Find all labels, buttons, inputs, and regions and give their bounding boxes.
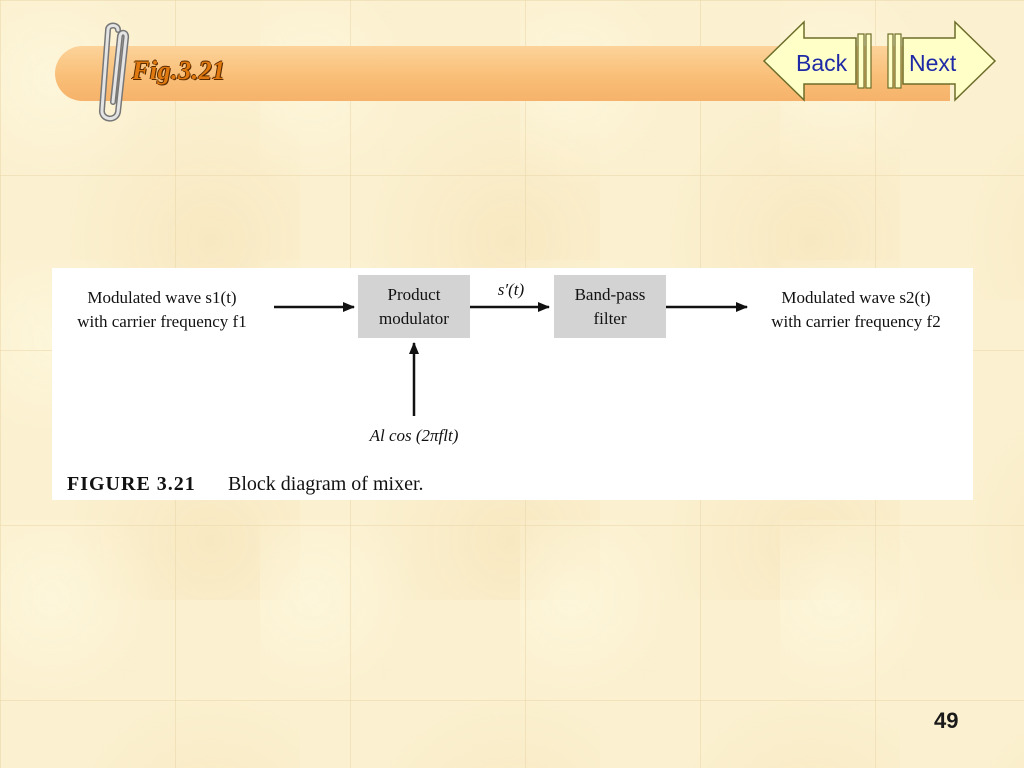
figure-caption-label: FIGURE 3.21: [67, 473, 196, 495]
paperclip-icon: [99, 22, 130, 122]
page-number: 49: [934, 708, 959, 733]
next-arrow-icon: [887, 20, 997, 102]
band-pass-filter-block: [554, 275, 666, 338]
band-pass-filter-label-line1: Band-pass: [575, 285, 646, 304]
output-label-line1: Modulated wave s2(t): [781, 288, 930, 307]
next-button[interactable]: Next: [887, 20, 997, 102]
back-button[interactable]: Back: [762, 20, 872, 102]
product-modulator-block: [358, 275, 470, 338]
back-label: Back: [796, 50, 848, 76]
mixer-block-diagram: Modulated wave s1(t) with carrier freque…: [52, 268, 973, 500]
figure-caption-text: Block diagram of mixer.: [228, 473, 424, 495]
oscillator-label: Al cos (2πflt): [369, 426, 459, 445]
band-pass-filter-label-line2: filter: [593, 309, 626, 328]
slide-title: Fig.3.21: [132, 56, 226, 85]
product-modulator-label-line2: modulator: [379, 309, 449, 328]
next-label: Next: [909, 50, 957, 76]
output-label-line2: with carrier frequency f2: [771, 312, 940, 331]
input-label-line1: Modulated wave s1(t): [87, 288, 236, 307]
product-modulator-label-line1: Product: [388, 285, 441, 304]
back-arrow-icon: [762, 20, 872, 102]
intermediate-signal-label: s′(t): [498, 280, 525, 299]
input-label-line2: with carrier frequency f1: [77, 312, 246, 331]
